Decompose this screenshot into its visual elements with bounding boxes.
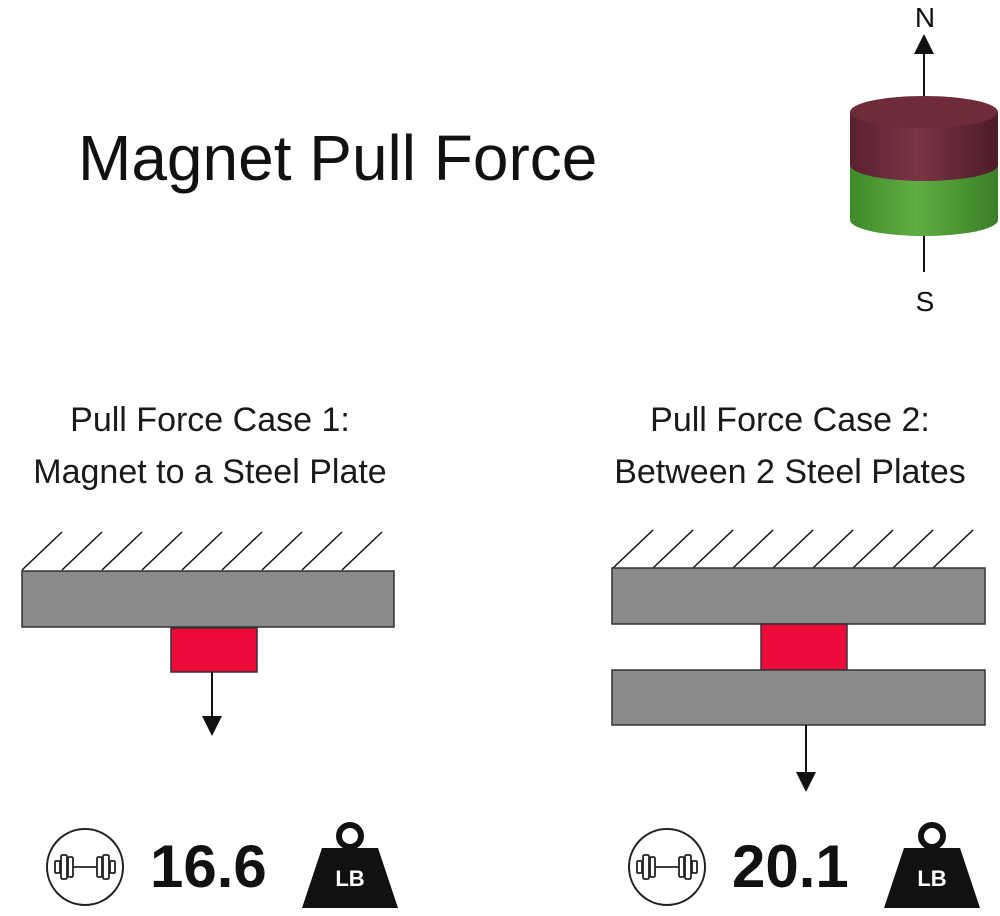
south-pole-label: S — [915, 286, 935, 317]
dumbbell-icon — [46, 828, 124, 906]
case2-title-line1: Pull Force Case 2: — [650, 401, 930, 439]
north-pole-label: N — [914, 2, 936, 33]
north-half — [850, 112, 998, 181]
magnet-block — [760, 623, 848, 671]
case1-title-line2: Magnet to a Steel Plate — [33, 453, 387, 491]
weight-lb-icon: LB — [300, 820, 400, 910]
weight-unit-label: LB — [335, 866, 365, 891]
upper-steel-plate — [611, 567, 986, 625]
magnet-block — [170, 627, 258, 673]
steel-plate — [21, 570, 395, 628]
fixed-support-hatching — [612, 529, 974, 569]
weight-lb-icon: LB — [882, 820, 982, 910]
weight-unit-label: LB — [917, 866, 947, 891]
case1-diagram — [21, 531, 395, 736]
fixed-support-hatching — [21, 531, 383, 571]
case2-pull-force-value: 20.1 — [732, 833, 849, 900]
dumbbell-icon — [628, 828, 706, 906]
case2-diagram — [611, 529, 986, 792]
case2-title-line2: Between 2 Steel Plates — [614, 453, 966, 491]
south-half — [850, 165, 998, 236]
page-title: Magnet Pull Force — [78, 122, 598, 194]
case1-title-line1: Pull Force Case 1: — [70, 401, 350, 439]
magnet-top-face — [850, 96, 998, 128]
case1-pull-force-value: 16.6 — [150, 833, 267, 900]
lower-steel-plate — [611, 669, 986, 726]
